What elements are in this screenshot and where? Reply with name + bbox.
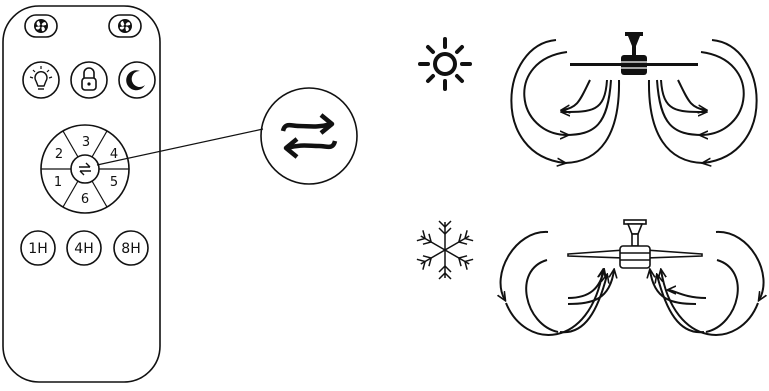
reverse-icon bbox=[79, 163, 91, 175]
reverse-icon bbox=[283, 115, 335, 157]
svg-text:8H: 8H bbox=[121, 241, 140, 257]
speed-wheel: 3 4 5 6 1 2 bbox=[41, 125, 129, 213]
light-button[interactable] bbox=[23, 62, 59, 98]
remote-control: 3 4 5 6 1 2 1H 4H 8H bbox=[3, 6, 160, 382]
light-bulb-icon bbox=[30, 66, 52, 89]
reverse-button[interactable] bbox=[79, 163, 91, 175]
speed-button-3[interactable]: 3 bbox=[82, 135, 90, 150]
speed-button-5[interactable]: 5 bbox=[110, 175, 118, 190]
speed-button-2[interactable]: 2 bbox=[55, 147, 63, 162]
sleep-button[interactable] bbox=[119, 62, 155, 98]
timer-button-4h[interactable]: 4H bbox=[67, 231, 101, 265]
callout-leader-line bbox=[97, 129, 263, 165]
fan-icon bbox=[34, 19, 48, 33]
ceiling-fan-summer bbox=[570, 32, 698, 75]
timer-button-8h[interactable]: 8H bbox=[114, 231, 148, 265]
speed-button-6[interactable]: 6 bbox=[81, 192, 89, 207]
svg-text:1H: 1H bbox=[28, 241, 47, 257]
lock-button[interactable] bbox=[71, 62, 107, 98]
lock-icon bbox=[82, 68, 96, 90]
svg-text:4H: 4H bbox=[74, 241, 93, 257]
winter-mode bbox=[417, 220, 764, 335]
fan-button-left[interactable] bbox=[25, 15, 57, 37]
fan-icon bbox=[118, 19, 132, 33]
speed-button-4[interactable]: 4 bbox=[110, 147, 118, 162]
moon-icon bbox=[126, 70, 145, 90]
fan-button-right[interactable] bbox=[109, 15, 141, 37]
reverse-callout bbox=[261, 88, 357, 184]
snowflake-icon bbox=[417, 221, 473, 279]
ceiling-fan-winter bbox=[568, 220, 702, 268]
sun-icon bbox=[420, 39, 470, 89]
timer-button-1h[interactable]: 1H bbox=[21, 231, 55, 265]
speed-button-1[interactable]: 1 bbox=[54, 175, 62, 190]
summer-mode bbox=[420, 32, 757, 163]
